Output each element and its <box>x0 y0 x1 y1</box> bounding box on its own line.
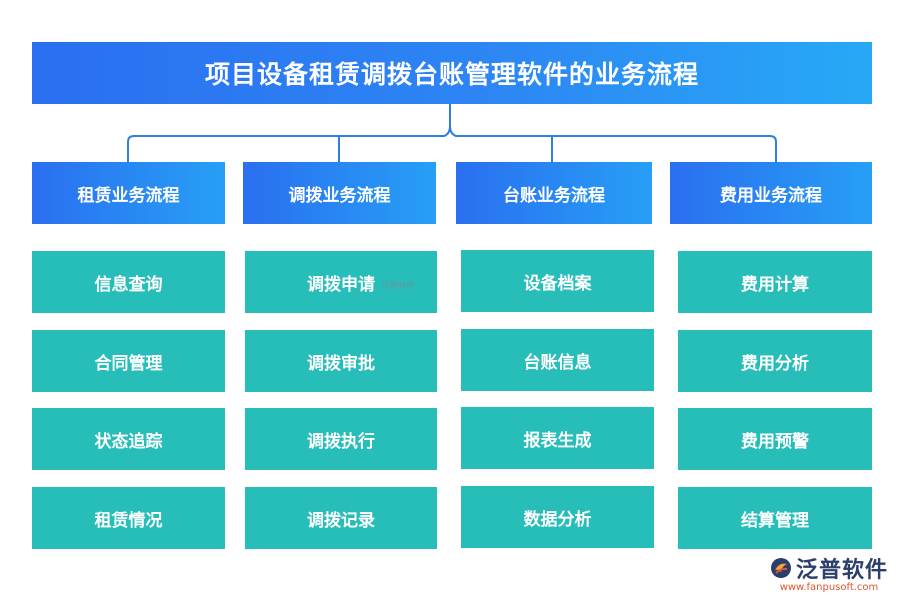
brand-logo: 泛普软件 www.fanpusoft.com <box>770 552 888 593</box>
column-header-label: 租赁业务流程 <box>77 185 180 206</box>
item-label: 费用计算 <box>741 274 809 295</box>
item-transfer-execution: 调拨执行 <box>245 408 437 470</box>
item-settlement-management: 结算管理 <box>678 487 872 549</box>
column-header-transfer: 调拨业务流程 <box>243 162 436 224</box>
item-cost-warning: 费用预警 <box>678 408 872 470</box>
item-cost-analysis: 费用分析 <box>678 330 872 392</box>
column-header-label: 调拨业务流程 <box>288 185 391 206</box>
item-label: 合同管理 <box>94 353 163 374</box>
brand-logo-url: www.fanpusoft.com <box>779 582 879 593</box>
item-transfer-approval: 调拨审批 <box>245 330 437 392</box>
item-label: 信息查询 <box>94 274 163 295</box>
item-status-tracking: 状态追踪 <box>32 408 225 470</box>
column-header-label: 费用业务流程 <box>720 185 822 206</box>
logo-row: 泛普软件 <box>770 552 888 584</box>
connector-brace <box>127 104 777 162</box>
watermark: 泛普软件 <box>382 280 414 291</box>
item-label: 状态追踪 <box>94 431 163 452</box>
item-label: 台账信息 <box>523 352 592 373</box>
diagram-title: 项目设备租赁调拨台账管理软件的业务流程 <box>32 42 872 104</box>
column-header-cost: 费用业务流程 <box>670 162 872 224</box>
column-header-label: 台账业务流程 <box>503 185 605 206</box>
item-label: 调拨记录 <box>307 510 375 531</box>
item-ledger-info: 台账信息 <box>461 329 654 391</box>
item-report-generation: 报表生成 <box>461 407 654 469</box>
watermark-text: 泛普软件 <box>382 281 414 290</box>
item-label: 结算管理 <box>741 510 809 531</box>
column-header-rental: 租赁业务流程 <box>32 162 225 224</box>
item-cost-calculation: 费用计算 <box>678 251 872 313</box>
item-label: 费用分析 <box>741 353 809 374</box>
item-label: 调拨执行 <box>307 431 375 452</box>
item-transfer-request: 调拨申请 <box>245 251 437 313</box>
brand-logo-icon <box>770 558 791 578</box>
item-label: 费用预警 <box>741 431 809 452</box>
item-label: 租赁情况 <box>94 510 163 531</box>
item-label: 调拨审批 <box>307 353 375 374</box>
item-info-query: 信息查询 <box>32 251 225 313</box>
item-equipment-archive: 设备档案 <box>461 250 654 312</box>
item-label: 调拨申请 <box>307 274 375 295</box>
item-label: 数据分析 <box>523 509 592 530</box>
item-label: 报表生成 <box>523 430 592 451</box>
item-contract-management: 合同管理 <box>32 330 225 392</box>
item-transfer-record: 调拨记录 <box>245 487 437 549</box>
item-data-analysis: 数据分析 <box>461 486 654 548</box>
item-label: 设备档案 <box>523 273 592 294</box>
brand-logo-name: 泛普软件 <box>795 558 888 583</box>
item-rental-status: 租赁情况 <box>32 487 225 549</box>
diagram-title-text: 项目设备租赁调拨台账管理软件的业务流程 <box>204 60 699 89</box>
column-header-ledger: 台账业务流程 <box>456 162 652 224</box>
